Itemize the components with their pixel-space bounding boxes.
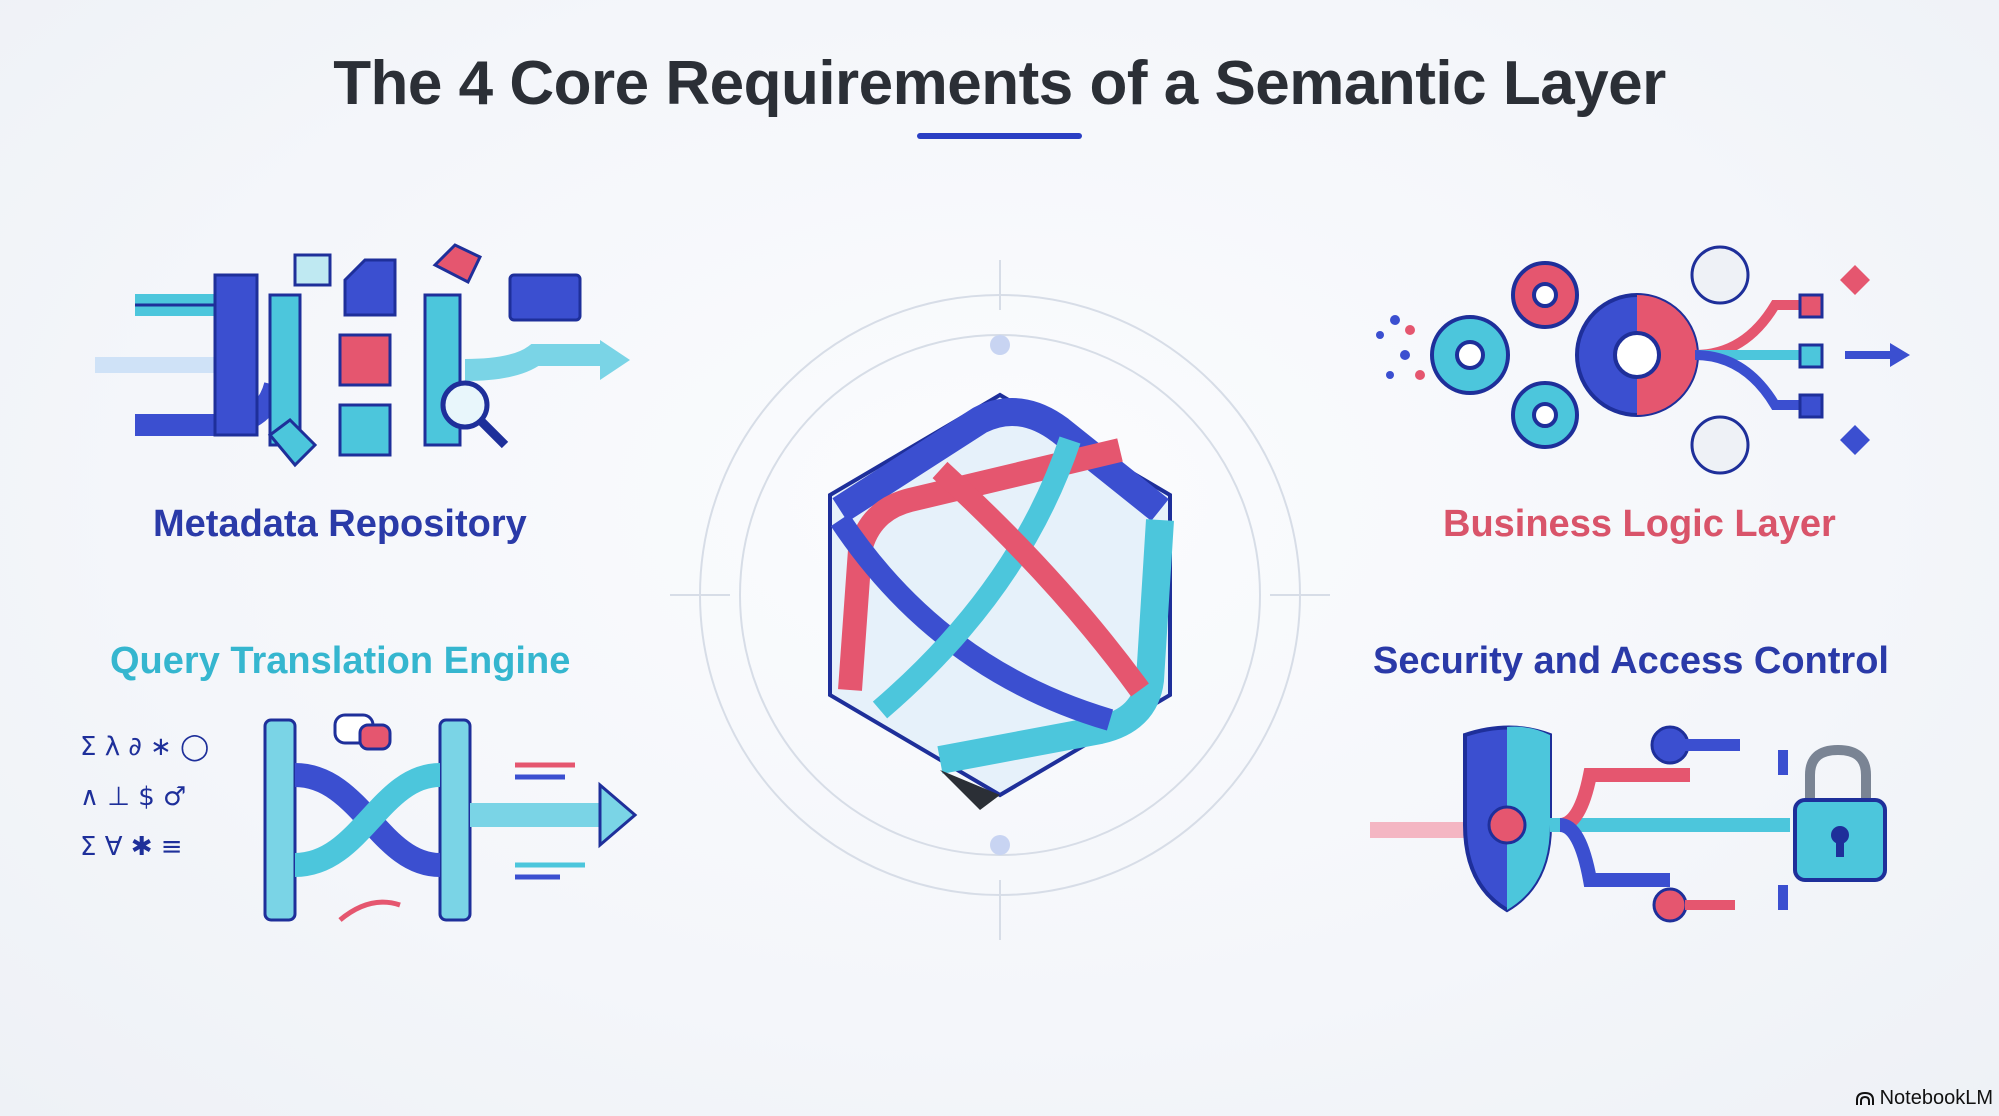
branding-label: NotebookLM	[1879, 1087, 1993, 1109]
business-logic-gears-icon	[1376, 245, 1910, 475]
metadata-repository-icon	[95, 243, 630, 468]
semantic-layer-hexagon-knot-icon	[670, 260, 1330, 940]
svg-text:∧ ⊥ $ ♂: ∧ ⊥ $ ♂	[80, 782, 186, 812]
svg-text:Σ λ ∂ ∗ ◯: Σ λ ∂ ∗ ◯	[80, 732, 209, 762]
notebooklm-branding: NotebookLM	[1855, 1087, 1993, 1110]
svg-text:Σ ∀ ✱ ≡: Σ ∀ ✱ ≡	[80, 832, 183, 862]
page-title: The 4 Core Requirements of a Semantic La…	[333, 49, 1666, 118]
title-underline	[917, 133, 1082, 139]
notebooklm-logo-icon	[1855, 1091, 1874, 1105]
business-logic-layer-label: Business Logic Layer	[1443, 503, 1836, 545]
metadata-repository-label: Metadata Repository	[153, 503, 527, 545]
query-translation-icon: Σ λ ∂ ∗ ◯ ∧ ⊥ $ ♂ Σ ∀ ✱ ≡	[80, 713, 638, 922]
security-access-control-label: Security and Access Control	[1373, 640, 1889, 682]
query-translation-engine-label: Query Translation Engine	[110, 640, 571, 682]
security-shield-lock-icon	[1370, 725, 1887, 923]
